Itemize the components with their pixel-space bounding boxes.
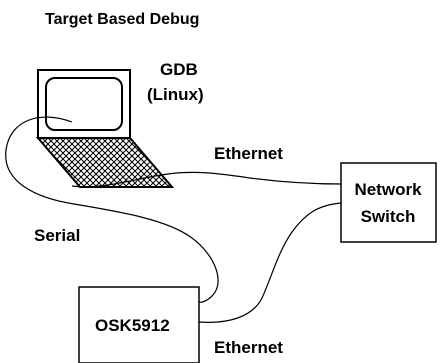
switch-label-line1: Network [354,180,422,199]
serial-cable-host-board [5,116,219,303]
link-label-board-switch: Ethernet [214,338,283,357]
diagram-title: Target Based Debug [45,11,199,28]
laptop-screen [45,77,123,131]
host-label-line1: GDB [160,60,198,79]
link-label-host-board: Serial [34,226,80,245]
switch-label-line2: Switch [361,207,416,226]
laptop-icon [35,69,175,188]
network-switch-box [340,162,437,243]
ethernet-cable-board-switch [198,202,342,323]
ethernet-cable-host-switch [71,171,342,188]
osk5912-board-box [78,286,200,363]
link-label-host-switch: Ethernet [214,144,283,163]
laptop-keyboard [35,137,175,188]
board-label: OSK5912 [95,316,170,335]
host-label-line2: (Linux) [147,85,204,104]
